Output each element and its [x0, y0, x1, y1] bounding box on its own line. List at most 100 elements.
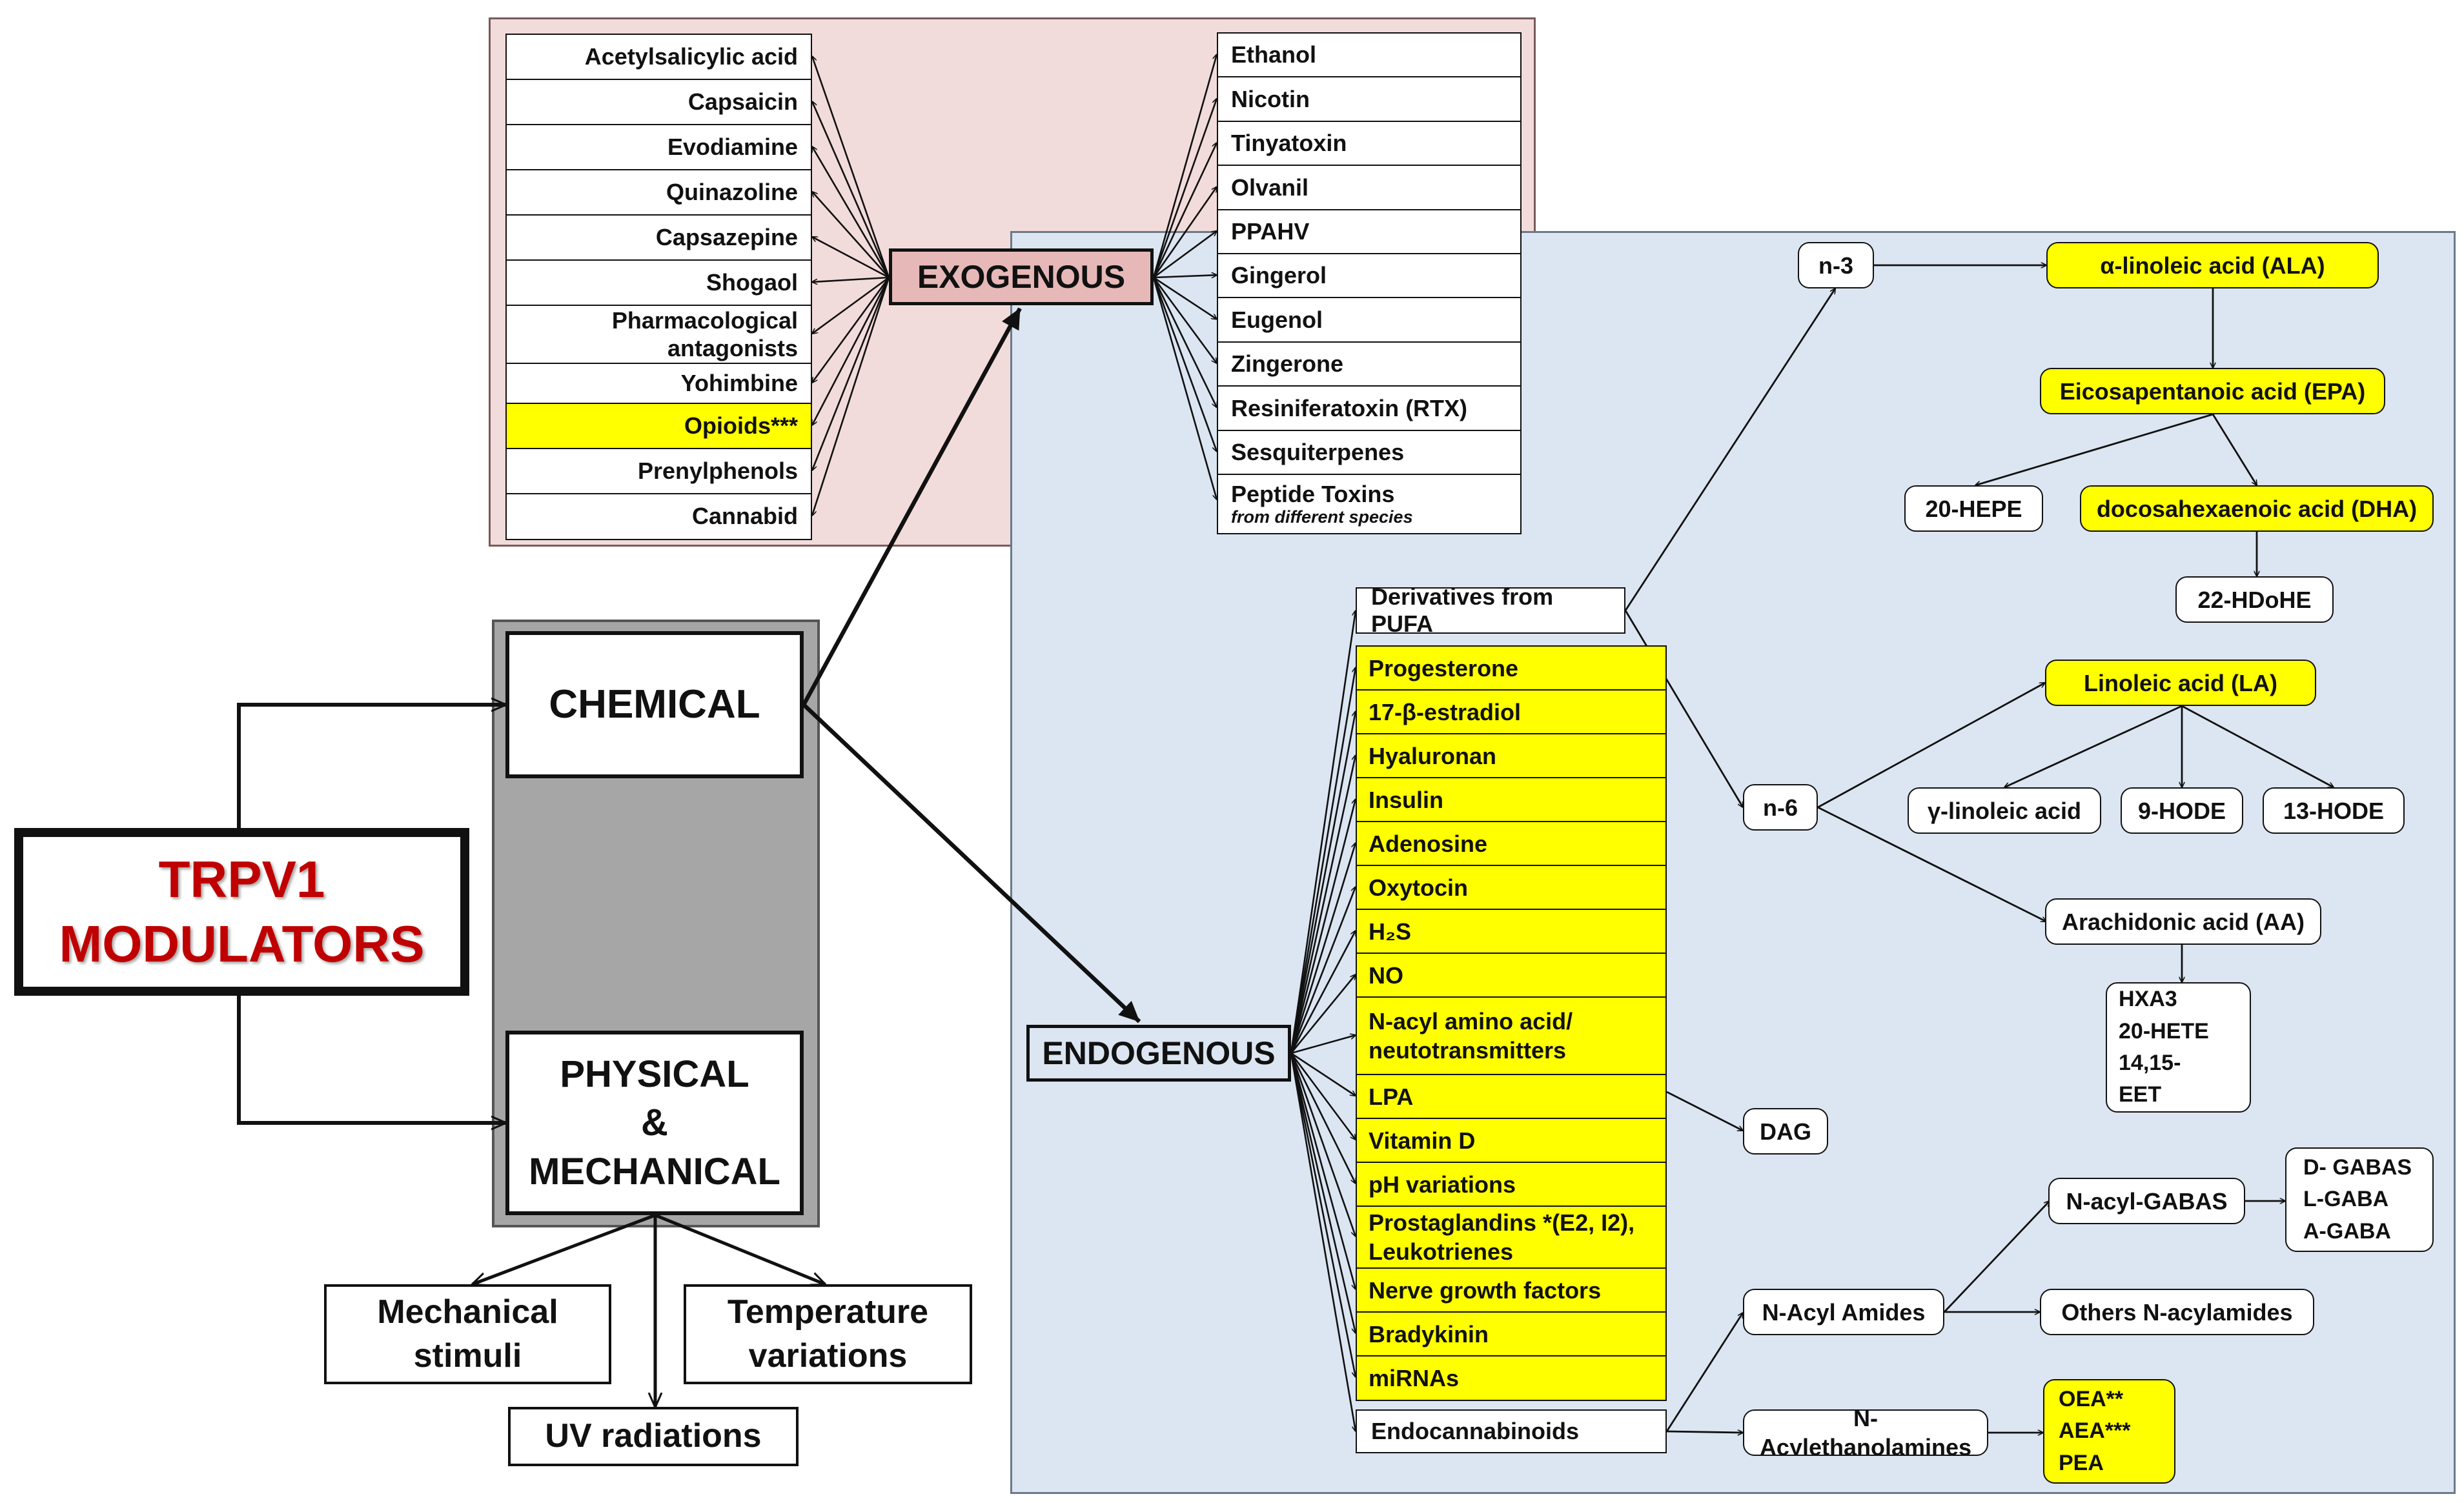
exogenous-left-item: Capsaicin [505, 79, 812, 126]
mechanical-stimuli-node: Mechanical stimuli [324, 1284, 611, 1384]
exogenous-right-item-label: Tinyatoxin [1231, 130, 1347, 157]
endogenous-item-label: NO [1369, 962, 1403, 989]
hdohe-label: 22-HDoHE [2197, 586, 2312, 613]
endogenous-item: Oxytocin [1356, 865, 1667, 911]
endogenous-node: ENDOGENOUS [1026, 1025, 1291, 1082]
gla-node: γ-linoleic acid [1908, 787, 2101, 834]
exogenous-node: EXOGENOUS [889, 248, 1154, 305]
endogenous-fan [1290, 610, 1356, 1054]
exogenous-left-item-label: Cannabid [691, 503, 798, 530]
aa-label: Arachidonic acid (AA) [2061, 908, 2305, 935]
endogenous-item: H₂S [1356, 909, 1667, 954]
aa-product-2: 20-HETE [2119, 1018, 2209, 1044]
exogenous-fan-right [1152, 277, 1217, 363]
endogenous-item-label: Nerve growth factors [1369, 1276, 1602, 1304]
chemical-to-endogenous [802, 703, 1141, 1024]
peptide-toxins-note: from different species [1231, 507, 1413, 527]
exogenous-right-item: Tinyatoxin [1217, 120, 1522, 166]
exogenous-right-item-label: Eugenol [1231, 306, 1323, 333]
acyl-amides-label: N-Acyl Amides [1762, 1298, 1926, 1326]
exogenous-fan-left [812, 56, 890, 278]
physical-to-mechanical [473, 1213, 656, 1284]
exogenous-fan-left [811, 277, 890, 425]
exogenous-right-item: Gingerol [1217, 253, 1522, 299]
ala-node: α-linoleic acid (ALA) [2046, 242, 2379, 288]
n3-label: n-3 [1818, 252, 1853, 279]
exogenous-fan-right [1152, 99, 1217, 278]
endogenous-item: 17-β-estradiol [1356, 689, 1667, 735]
root-to-chemical [237, 705, 505, 828]
exogenous-right-item: Eugenol [1217, 297, 1522, 343]
aa-product-1: HXA3 [2119, 987, 2177, 1012]
endocannabinoids-to-acyl-amides [1665, 1313, 1743, 1432]
ala-label: α-linoleic acid (ALA) [2100, 252, 2325, 279]
aa-products-node: HXA3 20-HETE 14,15- EET [2106, 982, 2251, 1113]
la-to-gla [2004, 705, 2183, 787]
endocannabinoids-node: Endocannabinoids [1356, 1409, 1667, 1453]
gabas-node: D- GABAS L-GABA A-GABA [2285, 1147, 2434, 1252]
endogenous-fan [1290, 1053, 1356, 1377]
epa-label: Eicosapentanoic acid (EPA) [2059, 378, 2366, 405]
exogenous-left-item: Quinazoline [505, 169, 812, 216]
exogenous-fan-right [1152, 54, 1217, 278]
exogenous-left-item: Shogaol [505, 259, 812, 307]
exogenous-fan-right [1152, 277, 1217, 452]
exogenous-left-item: Evodiamine [505, 124, 812, 171]
exogenous-fan-left [812, 192, 890, 278]
exogenous-left-item: Prenylphenols [505, 448, 812, 495]
pufa-to-n6 [1624, 610, 1744, 807]
hepe-node: 20-HEPE [1904, 485, 2043, 532]
exogenous-left-item: Acetylsalicylic acid [505, 34, 812, 81]
exogenous-right-item-label: Nicotin [1231, 85, 1310, 112]
endogenous-item: Progesterone [1356, 645, 1667, 691]
endogenous-item-label: Vitamin D [1369, 1127, 1476, 1154]
endogenous-item: Nerve growth factors [1356, 1267, 1667, 1313]
endogenous-item-label: Hyaluronan [1369, 742, 1497, 769]
endogenous-item: Adenosine [1356, 821, 1667, 867]
physical-to-temperature [655, 1213, 825, 1284]
exogenous-label: EXOGENOUS [917, 259, 1126, 295]
temperature-line-1: Temperature [727, 1293, 929, 1331]
ethanolamine-1: OEA** [2059, 1387, 2124, 1412]
endogenous-item-label: Bradykinin [1369, 1320, 1489, 1347]
root-line-1: TRPV1 [158, 851, 325, 908]
endogenous-item: miRNAs [1356, 1355, 1667, 1401]
physical-line-1: PHYSICAL [560, 1053, 749, 1095]
exogenous-left-item: Yohimbine [505, 363, 812, 405]
exogenous-left-item: Capsazepine [505, 214, 812, 261]
exogenous-left-item-label: Pharmacological antagonists [611, 307, 798, 362]
acyl-gabas-label: N-acyl-GABAS [2066, 1187, 2228, 1215]
exogenous-left-item-label: Evodiamine [667, 134, 798, 161]
n6-to-aa [1817, 806, 2046, 923]
n6-label: n-6 [1763, 794, 1798, 821]
exogenous-right-item-label: Olvanil [1231, 174, 1309, 201]
gaba-1: D- GABAS [2303, 1155, 2412, 1180]
gaba-3: A-GABA [2303, 1218, 2391, 1244]
hdohe-node: 22-HDoHE [2175, 576, 2334, 623]
uv-label: UV radiations [545, 1417, 762, 1455]
epa-to-dha [2212, 414, 2257, 485]
chemical-to-exogenous [802, 307, 1022, 706]
epa-node: Eicosapentanoic acid (EPA) [2040, 368, 2385, 414]
endogenous-item-label: Insulin [1369, 786, 1443, 813]
lpa-to-dag [1666, 1091, 1743, 1132]
endogenous-item-label: LPA [1369, 1083, 1414, 1110]
exogenous-right-item: Olvanil [1217, 165, 1522, 211]
hode9-node: 9-HODE [2121, 787, 2243, 834]
endogenous-label: ENDOGENOUS [1042, 1035, 1276, 1071]
trpv1-modulators-node: TRPV1 MODULATORS [14, 828, 469, 996]
endogenous-item-label: 17-β-estradiol [1369, 698, 1522, 725]
temperature-line-2: variations [748, 1337, 908, 1375]
endogenous-item: Insulin [1356, 777, 1667, 823]
exogenous-right-item: Zingerone [1217, 341, 1522, 387]
acyl-amides-to-acyl-gabas [1943, 1201, 2050, 1313]
endogenous-fan [1290, 931, 1357, 1054]
endogenous-fan [1290, 1053, 1357, 1184]
exogenous-left-item: Opioids*** [505, 403, 812, 450]
exogenous-fan-left [812, 277, 890, 470]
endogenous-fan [1290, 667, 1356, 1054]
exogenous-fan-left [812, 276, 890, 282]
exogenous-right-item-label: Resiniferatoxin (RTX) [1231, 394, 1468, 421]
